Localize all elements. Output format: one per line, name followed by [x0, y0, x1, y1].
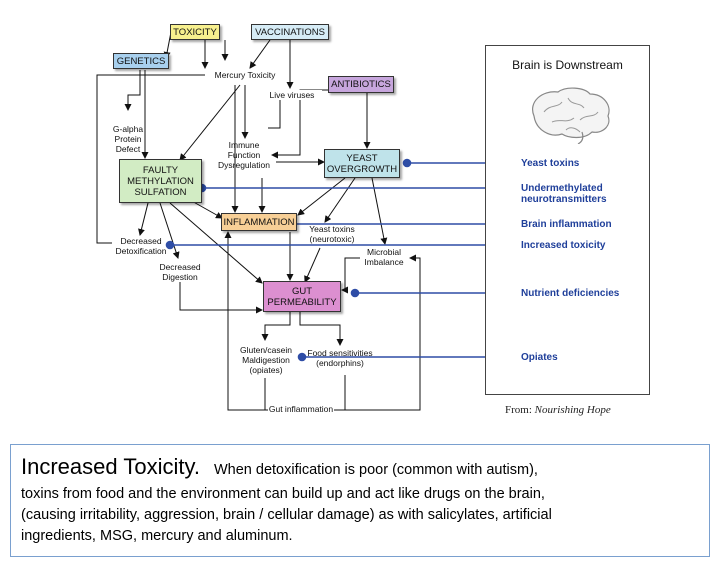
node-toxicity: TOXICITY — [170, 24, 220, 40]
brain-downstream-panel: Brain is Downstream — [485, 45, 650, 395]
label-decreased-digestion: Decreased Digestion — [159, 262, 201, 282]
caption-line-4: ingredients, MSG, mercury and aluminum. — [21, 528, 293, 544]
label-galpha: G-alpha Protein Defect — [112, 124, 144, 154]
node-inflammation: INFLAMMATION — [221, 213, 297, 231]
label-immune-dysregulation: Immune Function Dysregulation — [218, 140, 270, 170]
caption-line-1: When detoxification is poor (common with… — [213, 462, 538, 478]
source-prefix: From: — [505, 404, 532, 416]
label-microbial-imbalance: Microbial Imbalance — [364, 247, 404, 267]
label-food-sensitivities: Food sensitivities (endorphins) — [307, 348, 373, 368]
outcome-increased-toxicity: Increased toxicity — [521, 240, 606, 251]
label-decreased-detox: Decreased Detoxification — [115, 236, 167, 256]
node-antibiotics: ANTIBIOTICS — [328, 76, 394, 93]
outcome-yeast-toxins: Yeast toxins — [521, 158, 580, 169]
connector-layer — [96, 31, 510, 411]
node-gut-permeability: GUT PERMEABILITY — [263, 281, 341, 312]
node-yeast-overgrowth: YEAST OVERGROWTH — [324, 149, 400, 178]
outcome-undermethylated: Undermethylated neurotransmitters — [521, 183, 607, 205]
source-name: Nourishing Hope — [534, 404, 611, 416]
brain-icon — [532, 87, 610, 144]
node-faulty-methylation: FAULTY METHYLATION SULFATION — [119, 159, 202, 203]
label-live-viruses: Live viruses — [262, 90, 322, 100]
caption-line-2: toxins from food and the environment can… — [21, 486, 545, 502]
outcome-opiates: Opiates — [521, 352, 558, 363]
flow-diagram: TOXICITY VACCINATIONS GENETICS ANTIBIOTI… — [96, 24, 650, 416]
caption-heading: Increased Toxicity. — [21, 454, 200, 479]
node-genetics: GENETICS — [113, 53, 169, 69]
label-gluten-casein: Gluten/casein Maldigestion (opiates) — [240, 345, 292, 375]
label-yeast-toxins: Yeast toxins (neurotoxic) — [309, 224, 355, 244]
caption-box: Increased Toxicity. When detoxification … — [10, 444, 710, 557]
source-credit: From: Nourishing Hope — [505, 404, 611, 416]
outcome-nutrient-deficiencies: Nutrient deficiencies — [521, 288, 620, 299]
outcome-brain-inflammation: Brain inflammation — [521, 219, 612, 230]
label-gut-inflammation: Gut inflammation — [268, 404, 334, 414]
brain-panel-title: Brain is Downstream — [512, 58, 623, 72]
node-vaccinations: VACCINATIONS — [251, 24, 329, 40]
caption-line-3: (causing irritability, aggression, brain… — [21, 507, 552, 523]
label-mercury-toxicity: Mercury Toxicity — [205, 70, 285, 80]
